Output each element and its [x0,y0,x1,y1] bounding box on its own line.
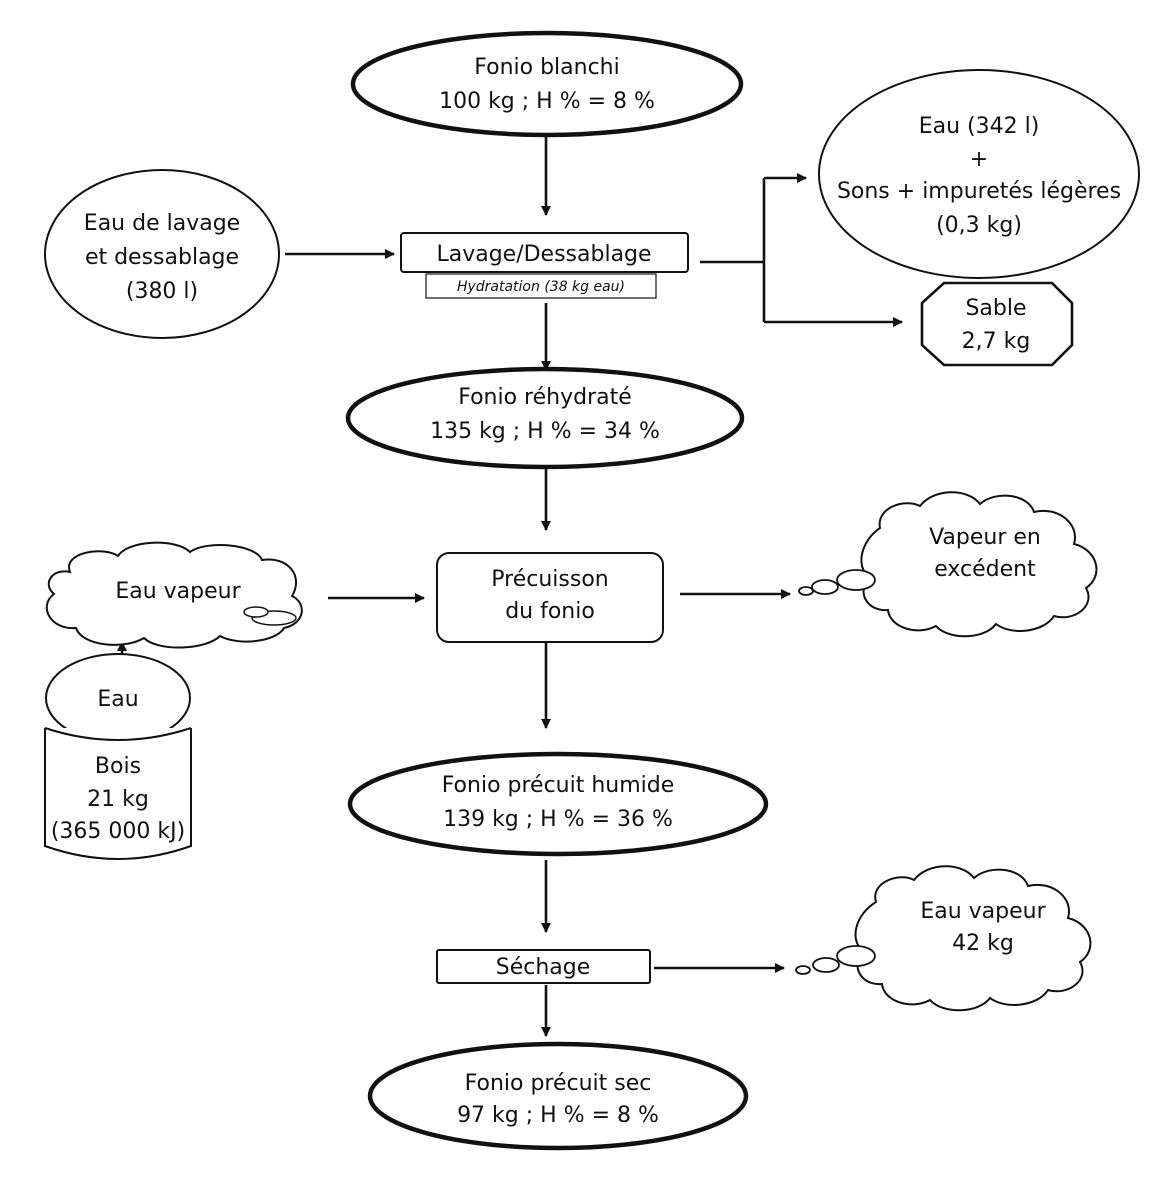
eau-sons-line3: Sons + impuretés légères [837,179,1121,204]
bois-weight: 21 kg [87,787,149,812]
fonio-precuit-humide-node: Fonio précuit humide 139 kg ; H % = 36 % [347,751,769,857]
precuisson-node: Précuisson du fonio [436,552,664,643]
lavage-node: Lavage/Dessablage Hydratation (38 kg eau… [400,232,689,299]
lavage-label: Lavage/Dessablage [436,242,651,267]
eau-lavage-volume: (380 l) [126,279,198,304]
bois-label: Bois [95,754,141,779]
eau-lavage-line1: Eau de lavage [84,211,240,236]
eau-sons-line2: + [970,147,988,172]
eau-lavage-line2: et dessablage [85,245,239,270]
vapeur-excedent-cloud: Vapeur en excédent [798,491,1098,638]
eau-lavage-node: Eau de lavage et dessablage (380 l) [44,169,280,339]
eau-vapeur-out-label: Eau vapeur [920,899,1046,924]
bois-node: Bois 21 kg (365 000 kJ) [44,727,192,860]
fonio-precuit-sec-values: 97 kg ; H % = 8 % [457,1103,659,1128]
sechage-node: Séchage [436,949,651,984]
sable-weight: 2,7 kg [962,329,1031,354]
sable-node: Sable 2,7 kg [920,281,1074,367]
bois-energy: (365 000 kJ) [51,819,185,844]
fonio-rehydrate-values: 135 kg ; H % = 34 % [430,419,660,444]
lavage-sublabel: Hydratation (38 kg eau) [457,279,625,295]
fonio-blanchi-values: 100 kg ; H % = 8 % [439,89,655,114]
fonio-precuit-sec-title: Fonio précuit sec [465,1071,652,1096]
eau-vapeur-in-cloud: Eau vapeur [45,541,303,649]
eau-sons-line4: (0,3 kg) [936,213,1022,238]
vapeur-excedent-line1: Vapeur en [929,525,1041,550]
eau-node: Eau [45,653,191,743]
fonio-precuit-humide-values: 139 kg ; H % = 36 % [443,807,673,832]
precuisson-line2: du fonio [505,599,595,624]
eau-vapeur-out-weight: 42 kg [952,931,1014,956]
sable-label: Sable [965,296,1026,321]
eau-sons-line1: Eau (342 l) [919,114,1040,139]
eau-label: Eau [97,687,138,712]
precuisson-line1: Précuisson [491,567,608,592]
fonio-rehydrate-title: Fonio réhydraté [458,385,632,410]
fonio-blanchi-node: Fonio blanchi 100 kg ; H % = 8 % [350,30,744,138]
eau-vapeur-in-label: Eau vapeur [115,579,241,604]
eau-vapeur-out-cloud: Eau vapeur 42 kg [795,865,1092,1012]
fonio-rehydrate-node: Fonio réhydraté 135 kg ; H % = 34 % [345,366,745,470]
edges [117,135,903,1037]
fonio-precuit-humide-title: Fonio précuit humide [442,773,675,798]
sechage-label: Séchage [496,955,591,980]
fonio-precuit-sec-node: Fonio précuit sec 97 kg ; H % = 8 % [367,1041,749,1151]
vapeur-excedent-line2: excédent [934,557,1036,582]
eau-sons-node: Eau (342 l) + Sons + impuretés légères (… [818,69,1140,279]
fonio-blanchi-title: Fonio blanchi [474,55,620,80]
